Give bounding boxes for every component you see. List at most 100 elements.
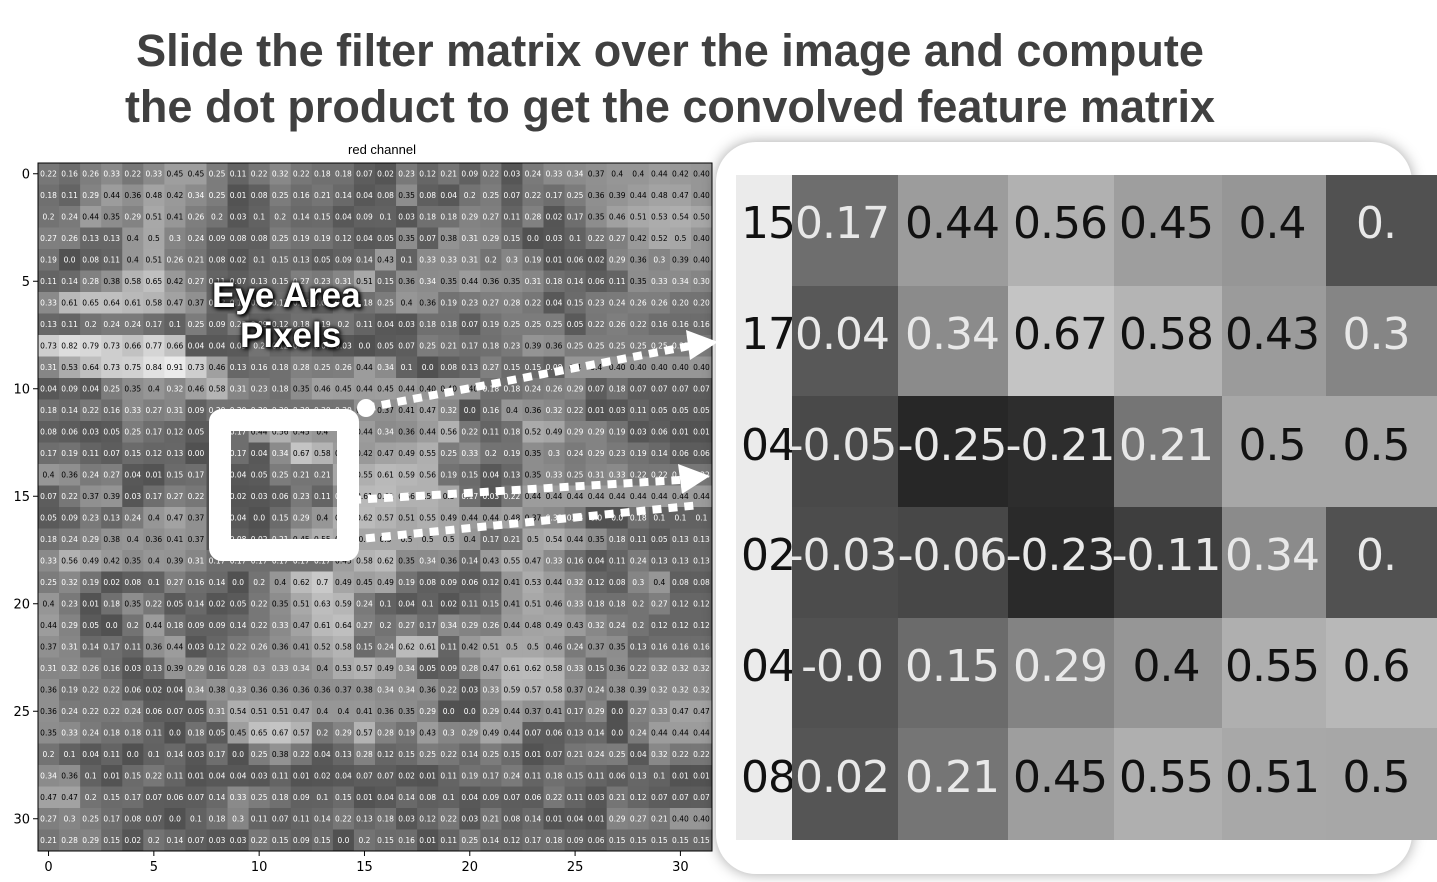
heatmap-cell (375, 163, 397, 185)
heatmap-cell-label: 0.33 (546, 556, 563, 565)
heatmap-cell-label: 0.0 (611, 728, 623, 737)
heatmap-cell (396, 614, 418, 637)
heatmap-cell-label: 0.03 (251, 492, 268, 501)
heatmap-cell-label: 0.38 (609, 685, 626, 694)
heatmap-cell (311, 163, 334, 185)
heatmap-cell-label: 0.08 (124, 814, 141, 823)
heatmap-cell-label: 0.14 (188, 599, 205, 608)
heatmap-cell (206, 657, 228, 680)
heatmap-cell-label: 0.34 (335, 492, 352, 501)
heatmap-cell-label: 0.34 (40, 771, 57, 780)
heatmap-cell-label: 0.06 (588, 277, 605, 286)
heatmap-cell-label: 0.1 (401, 255, 413, 264)
heatmap-cell (143, 507, 165, 529)
heatmap-cell (501, 593, 523, 615)
heatmap-cell-label: 0.48 (504, 513, 521, 522)
heatmap-cell (669, 636, 692, 658)
x-tick-label: 20 (462, 860, 479, 875)
heatmap-cell (164, 464, 186, 486)
heatmap-cell-label: 0.55 (356, 470, 373, 479)
heatmap-cell-label: 0.17 (188, 470, 205, 479)
heatmap-cell (248, 356, 271, 379)
heatmap-cell-label: 0.02 (145, 685, 162, 694)
heatmap-cell-label: 0.41 (398, 406, 415, 415)
heatmap-cell (543, 313, 565, 336)
heatmap-cell-label: 0.34 (398, 685, 415, 694)
heatmap-cell-label: 0.07 (145, 793, 162, 802)
heatmap-cell (627, 292, 650, 314)
heatmap-cell (59, 550, 81, 572)
heatmap-cell-label: 0.14 (567, 277, 584, 286)
title-line-2: the dot product to get the convolved fea… (124, 81, 1216, 132)
heatmap-cell-label: 0.05 (167, 599, 184, 608)
zoomed-cell-value: 0.4 (1132, 641, 1201, 692)
heatmap-cell (101, 421, 123, 443)
heatmap-cell-label: 0.64 (82, 363, 99, 372)
heatmap-cell-label: 0.55 (504, 556, 521, 565)
heatmap-cell-label: 0.2 (148, 836, 160, 845)
heatmap-cell (543, 636, 565, 658)
zoomed-cell-value: 0.56 (1013, 198, 1108, 250)
heatmap-cell-label: 0.17 (145, 492, 162, 501)
heatmap-cell-label: 0.24 (567, 642, 584, 651)
heatmap-cell (311, 593, 334, 615)
heatmap-cell-label: 0.53 (651, 212, 668, 221)
heatmap-cell-label: 0.5 (443, 492, 455, 501)
heatmap-cell (143, 335, 165, 357)
heatmap-cell-label: 0.33 (124, 406, 141, 415)
heatmap-cell-label: 0.17 (230, 449, 247, 458)
heatmap-cell (269, 335, 292, 357)
heatmap-cell (185, 614, 207, 637)
heatmap-cell (375, 313, 397, 336)
heatmap-cell-label: 0.17 (251, 556, 268, 565)
heatmap-cell (80, 270, 102, 293)
heatmap-cell (396, 593, 418, 615)
heatmap-cell-label: 0.36 (61, 771, 78, 780)
heatmap-cell-label: 0.05 (672, 406, 689, 415)
heatmap-cell-label: 0.24 (61, 212, 78, 221)
heatmap-cell (627, 614, 650, 637)
heatmap-cell (648, 270, 671, 293)
heatmap-cell-label: 0.17 (103, 814, 120, 823)
heatmap-cell-label: 0.34 (440, 621, 457, 630)
heatmap-cell-label: 0.48 (525, 621, 542, 630)
heatmap-cell-label: 0.05 (567, 320, 584, 329)
heatmap-cell-label: 0.57 (377, 513, 394, 522)
heatmap-cell-label: 0.05 (82, 621, 99, 630)
heatmap-cell-label: 0.17 (272, 556, 289, 565)
heatmap-cell-label: 0.0 (464, 707, 476, 716)
heatmap-cell-label: 0.29 (588, 427, 605, 436)
heatmap-cell (206, 571, 228, 594)
heatmap-cell-label: 0.37 (82, 492, 99, 501)
heatmap-cell (59, 184, 81, 207)
heatmap-cell (459, 313, 481, 336)
heatmap-cell (543, 614, 565, 637)
heatmap-cell-label: 0.29 (588, 707, 605, 716)
heatmap-cell (648, 442, 671, 465)
heatmap-cell (185, 399, 207, 422)
heatmap-cell-label: 0.11 (103, 750, 120, 759)
heatmap-cell-label: 0.09 (356, 212, 373, 221)
heatmap-cell-label: 0.22 (693, 470, 710, 479)
heatmap-cell (522, 636, 544, 658)
heatmap-cell (227, 593, 250, 615)
heatmap-cell-label: 0.33 (609, 470, 626, 479)
heatmap-cell-label: 0.3 (506, 255, 518, 264)
heatmap-cell-label: 0.15 (482, 599, 499, 608)
heatmap-cell (59, 335, 81, 357)
heatmap-cell (101, 464, 123, 486)
heatmap-cell (375, 249, 397, 271)
heatmap-cell-label: 0.07 (40, 492, 57, 501)
heatmap-cell (248, 378, 271, 400)
heatmap-cell-label: 0.02 (230, 492, 247, 501)
heatmap-cell-label: 0.5 (401, 535, 413, 544)
heatmap-cell (417, 421, 439, 443)
heatmap-cell-label: 0.59 (335, 599, 352, 608)
heatmap-cell-label: 0.13 (693, 535, 710, 544)
heatmap-cell-label: 0.58 (335, 642, 352, 651)
heatmap-cell-label: 0.5 (422, 535, 434, 544)
heatmap-cell-label: 0.06 (672, 449, 689, 458)
heatmap-cell (522, 550, 544, 572)
heatmap-cell-label: 0.5 (359, 535, 371, 544)
heatmap-cell-label: 0.00 (209, 535, 226, 544)
